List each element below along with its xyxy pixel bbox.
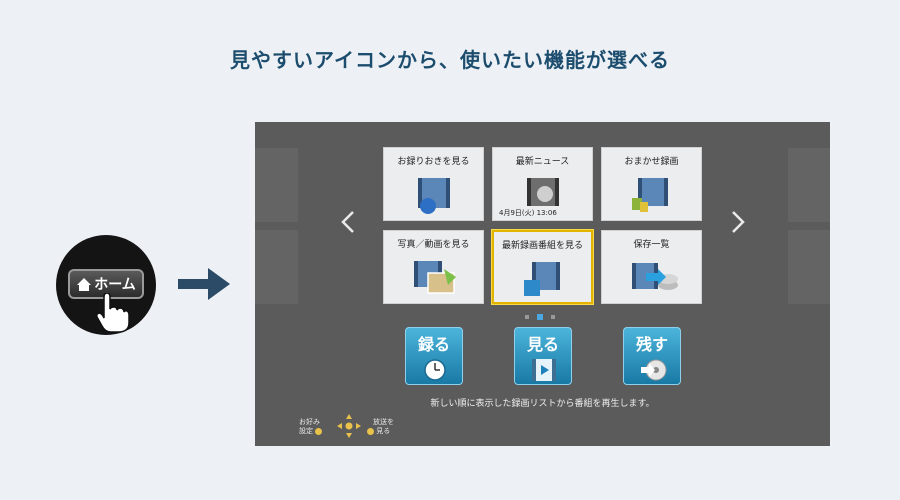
dpad-icon xyxy=(337,414,361,438)
prev-page-tile-bottom xyxy=(255,230,298,304)
tile-recorded-keep[interactable]: お録りおきを見る xyxy=(383,147,484,221)
yellow-key-icon xyxy=(367,427,374,435)
tile-auto-record[interactable]: おまかせ録画 xyxy=(601,147,702,221)
tile-photo-video[interactable]: 写真／動画を見る xyxy=(383,230,484,304)
latest-film-icon xyxy=(524,262,560,296)
record-button[interactable]: 録る xyxy=(405,327,463,385)
disc-icon xyxy=(641,359,667,381)
arrow-right-icon xyxy=(178,268,230,300)
prev-page-tile-top xyxy=(255,148,298,222)
news-film-icon xyxy=(527,178,559,206)
save-button[interactable]: 残す xyxy=(623,327,681,385)
record-button-label: 録る xyxy=(417,335,450,354)
next-page-tile-bottom xyxy=(788,230,830,304)
chevron-right-icon[interactable] xyxy=(731,210,745,234)
news-timestamp: 4月9日(火) 13:06 xyxy=(499,209,557,217)
headline: 見やすいアイコンから、使いたい機能が選べる xyxy=(230,48,670,72)
play-film-icon xyxy=(532,359,556,381)
tile-latest-recordings[interactable]: 最新録画番組を見る xyxy=(492,230,593,304)
page-dot xyxy=(525,315,529,319)
film-folder-icon xyxy=(418,178,450,214)
finger-icon xyxy=(96,293,130,333)
tile-label: 最新録画番組を見る xyxy=(501,241,583,251)
home-button-label: ホーム xyxy=(94,277,136,293)
clock-icon xyxy=(424,359,446,381)
legend-right-line1: 放送を xyxy=(373,418,394,426)
legend-left-line1: お好み xyxy=(299,418,320,426)
auto-record-film-icon xyxy=(632,178,668,212)
house-icon xyxy=(77,277,92,291)
save-disc-icon xyxy=(632,263,678,290)
page-dot-active xyxy=(537,314,543,320)
tv-home-menu-screen: お録りおきを見る 最新ニュース 4月9日(火) 13:06 おまかせ録画 写真／… xyxy=(255,122,830,446)
watch-button[interactable]: 見る xyxy=(514,327,572,385)
tile-label: 最新ニュース xyxy=(515,157,570,167)
tile-label: 保存一覧 xyxy=(633,240,670,250)
tile-label: お録りおきを見る xyxy=(397,157,470,167)
tile-latest-news[interactable]: 最新ニュース 4月9日(火) 13:06 xyxy=(492,147,593,221)
tile-saved-list[interactable]: 保存一覧 xyxy=(601,230,702,304)
tile-label: 写真／動画を見る xyxy=(397,240,470,250)
save-button-label: 残す xyxy=(635,335,668,354)
page-dot xyxy=(551,315,555,319)
help-caption: 新しい順に表示した録画リストから番組を再生します。 xyxy=(430,399,655,409)
watch-button-label: 見る xyxy=(526,335,559,354)
page-indicator xyxy=(525,314,555,320)
yellow-key-icon xyxy=(315,427,323,435)
legend-left-line2: 設定 xyxy=(299,427,313,435)
tile-label: おまかせ録画 xyxy=(624,157,679,167)
legend-right-line2: 見る xyxy=(376,427,391,435)
next-page-tile-top xyxy=(788,148,830,222)
photo-film-icon xyxy=(414,261,456,294)
remote-home-button-illustration: ホーム xyxy=(56,235,156,335)
chevron-left-icon[interactable] xyxy=(341,210,355,234)
